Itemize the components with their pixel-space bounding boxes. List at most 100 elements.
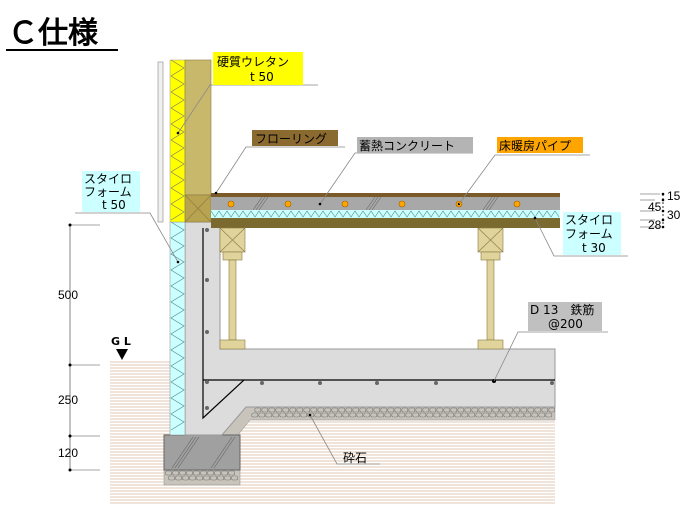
gravel-stone (485, 407, 493, 413)
gravel-stone (282, 407, 290, 413)
dimension-ticks (68, 223, 72, 472)
gravel-stone (268, 407, 276, 413)
gravel-stone (478, 407, 486, 413)
gravel-stone (200, 470, 207, 476)
gravel-stone (189, 475, 196, 481)
post-base (477, 339, 504, 350)
gravel-stone (373, 407, 381, 413)
footing-break-lines (171, 436, 236, 469)
gravel-stone (210, 475, 217, 481)
styrofoam-floor-zigzag (210, 210, 560, 218)
gravel-stone (412, 412, 420, 418)
gravel-stone (503, 412, 511, 418)
gravel-stone (461, 412, 469, 418)
gravel-stone (534, 407, 542, 413)
dim-28: 28 (648, 218, 662, 232)
gravel-stone (261, 407, 269, 413)
sleeper-cross (477, 227, 504, 253)
gravel-stone (506, 407, 514, 413)
post-cap (222, 251, 243, 261)
gravel-stone (345, 407, 353, 413)
gravel-stone (370, 412, 378, 418)
gravel-stone (224, 475, 231, 481)
gravel-stone (433, 412, 441, 418)
gravel-stone (450, 407, 458, 413)
styrofoam-wall (169, 221, 186, 436)
styro30-label-2: フォーム (565, 227, 613, 241)
dim-250: 250 (58, 393, 78, 407)
gravel-stone (387, 407, 395, 413)
gravel-stone (182, 475, 189, 481)
gravel-stone (426, 412, 434, 418)
concrete-layer (211, 197, 560, 210)
urethane-zigzag (170, 59, 185, 221)
gravel-stone (289, 407, 297, 413)
rebar-label: D 13 鉄筋 (530, 302, 594, 317)
gravel-stone (275, 407, 283, 413)
gravel-label: 砕石 (343, 450, 367, 465)
gravel-stone (265, 412, 273, 418)
gravel-stone (391, 412, 399, 418)
gravel-stone (335, 412, 343, 418)
styro50-thickness: t 50 (102, 198, 126, 212)
dim-120: 120 (58, 446, 78, 460)
gravel-stone (221, 470, 228, 476)
gravel-stone (338, 407, 346, 413)
gravel-stone (231, 475, 238, 481)
gravel-stone (492, 407, 500, 413)
gravel-stone (207, 470, 214, 476)
gravel-stone (217, 475, 224, 481)
gravel-stone (531, 412, 539, 418)
gravel-stone (328, 412, 336, 418)
gravel-stone (405, 412, 413, 418)
gravel-stone (513, 407, 521, 413)
gravel-stone (203, 475, 210, 481)
pipe-label: 床暖房パイプ (499, 138, 571, 153)
gravel-stone (419, 412, 427, 418)
gravel-stone (317, 407, 325, 413)
subfloor-layer (211, 218, 560, 228)
gravel-stone (363, 412, 371, 418)
gravel-stone (398, 412, 406, 418)
gravel-stone (228, 470, 235, 476)
rebar-lines (202, 228, 555, 420)
gravel-stone (254, 407, 262, 413)
dim-500: 500 (58, 288, 78, 302)
gravel-stone (349, 412, 357, 418)
title: Ｃ仕様 (8, 16, 99, 51)
concrete-label-bg (357, 137, 473, 153)
flooring-layer (211, 193, 560, 197)
gravel-stone (331, 407, 339, 413)
gravel-stone (527, 407, 535, 413)
gravel-stone (186, 470, 193, 476)
gravel-stone (296, 407, 304, 413)
gravel-stone (520, 407, 528, 413)
gravel-stone (175, 475, 182, 481)
gravel-stone (510, 412, 518, 418)
styrofoam-floor (211, 210, 560, 218)
gravel-stone (366, 407, 374, 413)
gravel-stone (524, 412, 532, 418)
styro30-label-1: スタイロ (565, 213, 613, 227)
gravel-stone (165, 470, 172, 476)
gravel-stone (193, 470, 200, 476)
gravel-stone (457, 407, 465, 413)
dim-45: 45 (648, 200, 662, 214)
gravel-stone (172, 470, 179, 476)
dim-15: 15 (667, 189, 681, 203)
gravel-stone (548, 407, 556, 413)
post-cap (480, 251, 501, 261)
dimension-right-ticks (661, 192, 665, 229)
steel-post (228, 259, 237, 341)
steel-post (486, 259, 495, 341)
footing (163, 434, 241, 471)
gravel-stone (321, 412, 329, 418)
gravel-stone (440, 412, 448, 418)
urethane-label: 硬質ウレタン (217, 54, 289, 69)
gravel-stone (471, 407, 479, 413)
urethane-label-bg (213, 52, 303, 85)
styro30-thickness: t 30 (582, 241, 606, 255)
gl-label: G L (111, 335, 131, 348)
